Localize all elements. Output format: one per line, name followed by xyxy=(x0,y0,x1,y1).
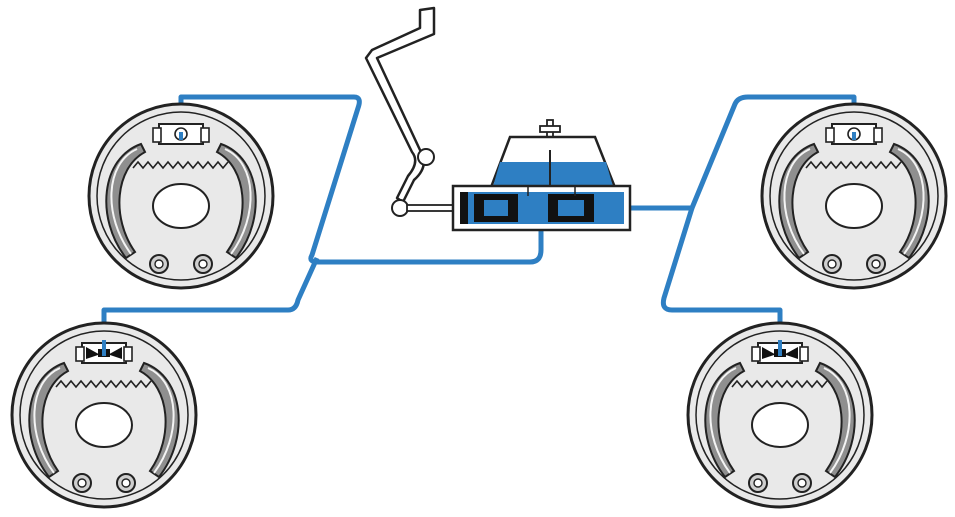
pushrod xyxy=(406,204,456,212)
brake-line-rear-left xyxy=(101,256,320,340)
brake-line-front-left xyxy=(178,94,544,265)
brake-fluid xyxy=(492,162,614,190)
brake-lines xyxy=(101,94,857,340)
drum-brake-front-left xyxy=(87,102,275,290)
drum-brake-front-right xyxy=(760,102,948,290)
primary-piston xyxy=(474,194,518,222)
master-cylinder xyxy=(451,119,632,232)
brake-line-rear-right xyxy=(660,207,783,340)
brake-pedal[interactable] xyxy=(364,6,456,217)
line-connectors xyxy=(102,132,856,356)
secondary-piston xyxy=(548,194,594,222)
brake-line-front-right xyxy=(630,94,857,211)
brake-fluid-reservoir xyxy=(488,119,618,192)
